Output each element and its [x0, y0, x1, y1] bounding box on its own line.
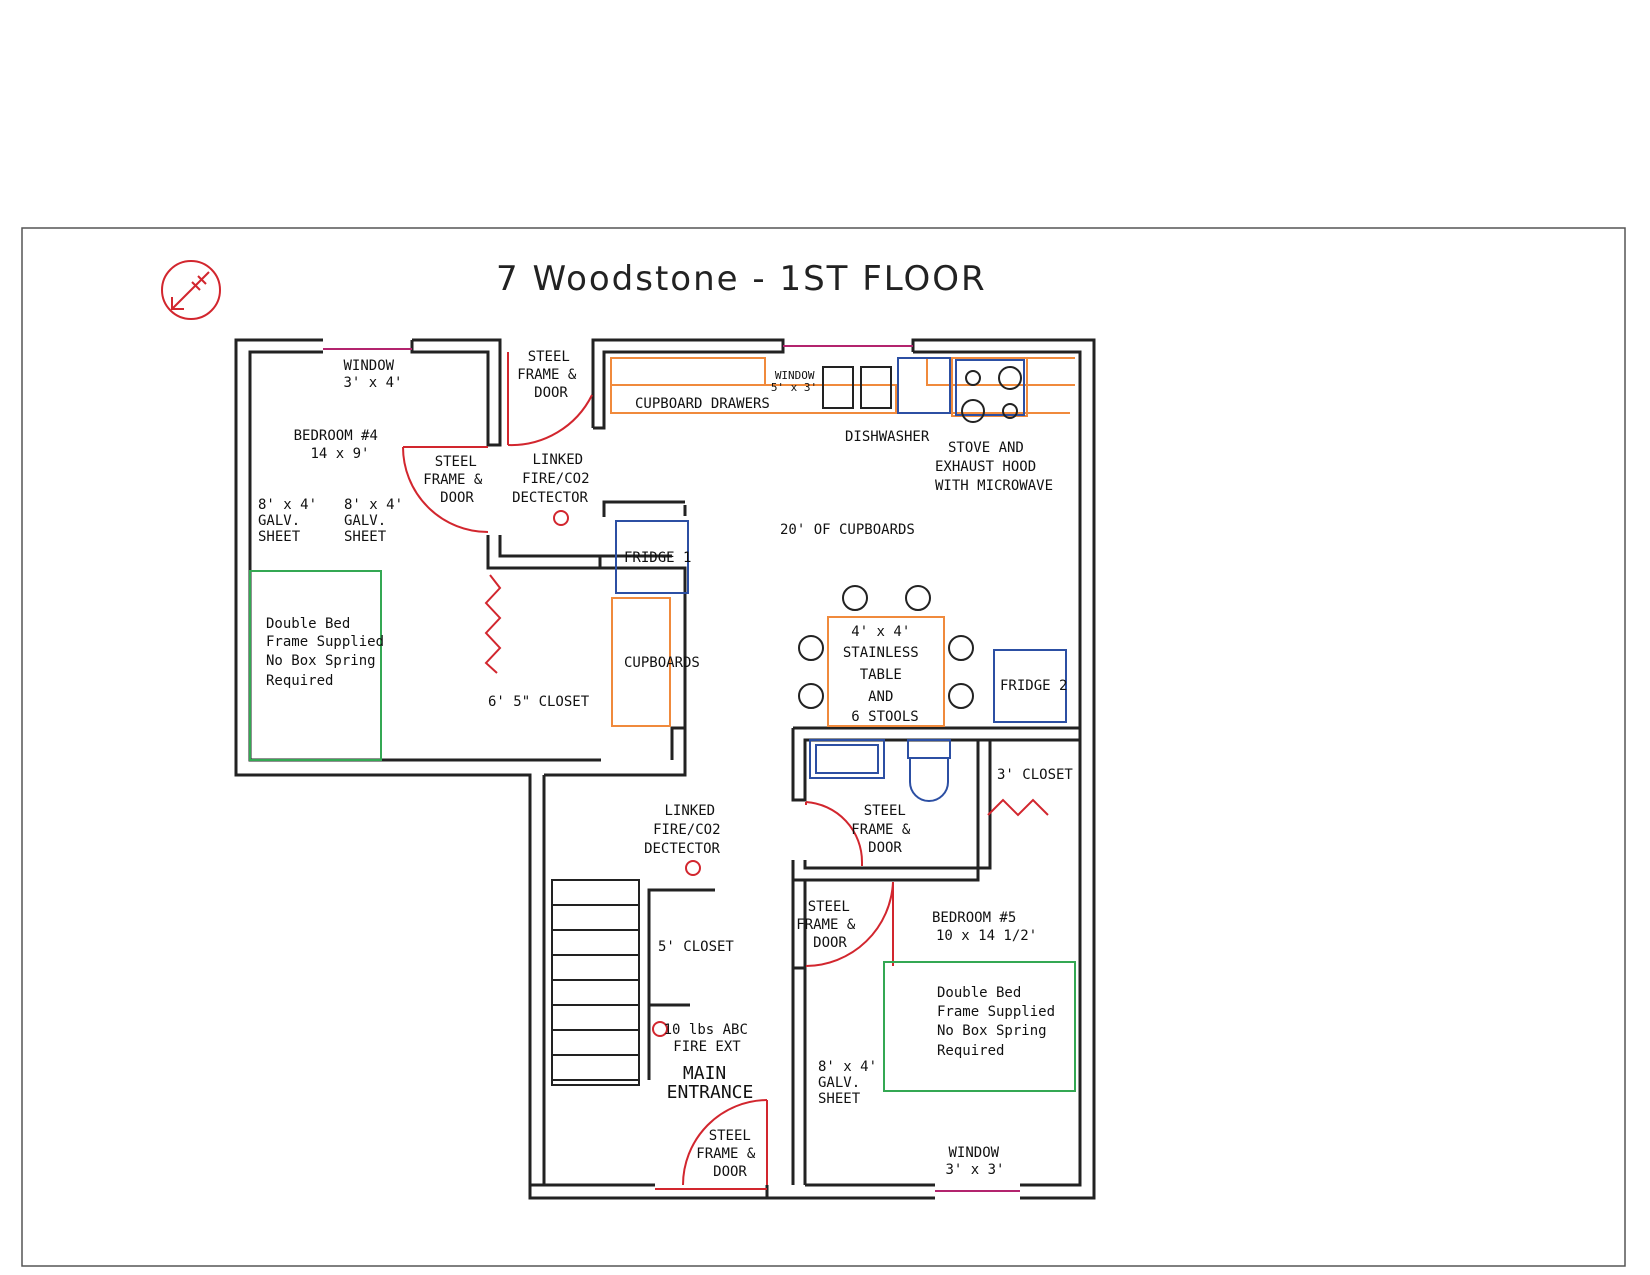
label-bed4-frame: Double Bed Frame Supplied No Box Spring … — [266, 616, 392, 689]
stools — [798, 585, 974, 709]
label-steel-door-main: STEEL FRAME & DOOR — [696, 1128, 763, 1180]
dishwasher-icon — [897, 357, 951, 414]
bed-bedroom5 — [883, 961, 1076, 1092]
label-galv1: 8' x 4' GALV. SHEET — [258, 497, 325, 545]
label-fridge2: FRIDGE 2 — [1000, 678, 1067, 694]
stairs — [551, 879, 640, 1086]
fire-detector-icon — [685, 860, 701, 876]
label-bed5-frame: Double Bed Frame Supplied No Box Spring … — [937, 985, 1063, 1059]
page-border — [21, 227, 1626, 1267]
label-steel-door-bedroom5: STEEL FRAME & DOOR — [796, 899, 863, 951]
page-title: 7 Woodstone - 1ST FLOOR — [496, 259, 987, 299]
label-steel-door-top: STEEL FRAME & DOOR — [517, 349, 584, 401]
label-closet-3: 3' CLOSET — [997, 767, 1073, 783]
label-steel-door-bedroom4: STEEL FRAME & DOOR — [423, 454, 490, 506]
label-linked-fire-hall: LINKED FIRE/CO2 DECTECTOR — [644, 803, 729, 857]
label-stove: STOVE AND EXHAUST HOOD WITH MICROWAVE — [935, 440, 1053, 494]
table-icon — [827, 616, 945, 727]
label-fridge1: FRIDGE 1 — [624, 550, 691, 566]
door-bedroom4 — [402, 446, 489, 533]
door-bedroom5 — [805, 881, 894, 967]
fire-extinguisher-icon — [652, 1021, 668, 1037]
label-table: 4' x 4' STAINLESS TABLE AND 6 STOOLS — [843, 624, 927, 725]
label-steel-door-bath: STEEL FRAME & DOOR — [851, 803, 918, 856]
label-linked-fire-top: LINKED FIRE/CO2 DECTECTOR — [512, 452, 598, 506]
label-cupboard-drawers: CUPBOARD DRAWERS — [635, 396, 770, 412]
fire-detector-icon — [553, 510, 569, 526]
compass-icon — [161, 260, 221, 320]
door-bath — [805, 801, 864, 866]
label-galv3: 8' x 4' GALV. SHEET — [818, 1059, 885, 1107]
label-closet-bedroom4: 6' 5" CLOSET — [488, 694, 590, 710]
bathtub-icon — [809, 739, 885, 779]
label-main-entrance: MAIN ENTRANCE — [667, 1063, 754, 1103]
label-bedroom4: BEDROOM #4 14 x 9' — [294, 428, 387, 462]
fridge1-icon — [615, 520, 689, 594]
door-main — [655, 1099, 768, 1190]
closet-door-bedroom4 — [484, 574, 502, 674]
label-cupboards-20: 20' OF CUPBOARDS — [780, 522, 915, 538]
label-window-bedroom5: WINDOW 3' x 3' — [945, 1145, 1007, 1178]
closet-door-3ft — [987, 798, 1049, 817]
sink — [822, 366, 892, 409]
label-galv2: 8' x 4' GALV. SHEET — [344, 497, 411, 545]
toilet-icon — [907, 739, 951, 802]
label-window-bedroom4: WINDOW 3' x 4' — [343, 358, 402, 391]
cupboards-left — [611, 597, 671, 727]
stove-icon — [955, 359, 1025, 423]
bed-bedroom4 — [249, 570, 382, 761]
label-cupboards: CUPBOARDS — [624, 655, 700, 671]
label-window-kitchen: WINDOW 5' x 3' — [771, 369, 821, 394]
walls — [234, 338, 1096, 1200]
fridge2-icon — [993, 649, 1067, 723]
label-closet-5: 5' CLOSET — [658, 939, 734, 955]
label-dishwasher: DISHWASHER — [845, 429, 930, 445]
door-top — [507, 352, 593, 447]
label-fire-ext: 10 lbs ABC FIRE EXT — [664, 1022, 757, 1055]
label-bedroom5: BEDROOM #5 10 x 14 1/2' — [932, 910, 1037, 944]
cupboard-drawers — [610, 357, 1075, 417]
